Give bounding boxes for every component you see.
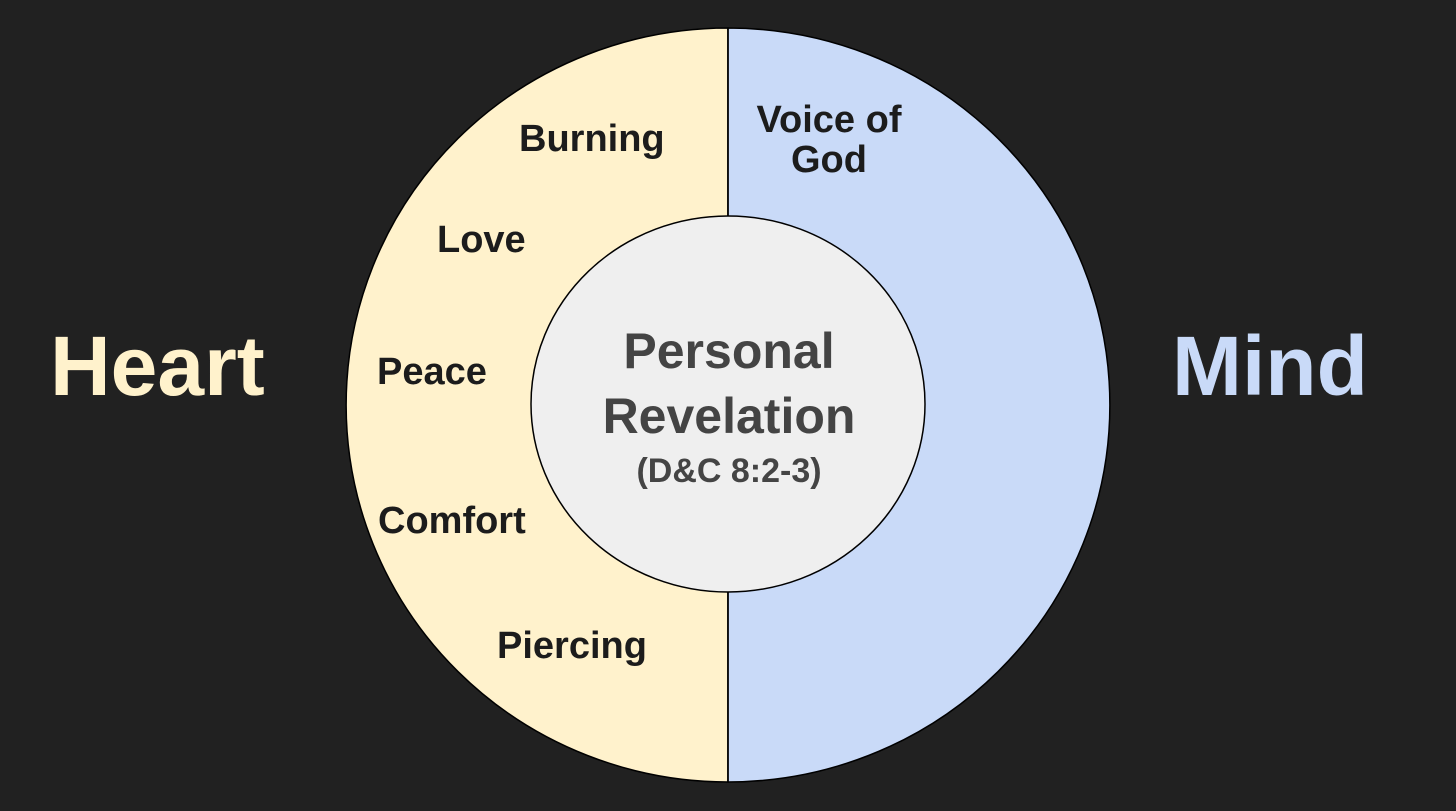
heart-item-piercing: Piercing	[497, 625, 647, 667]
mind-item-voice-of-god: Voice of God	[756, 99, 902, 181]
center-title-line1: Personal	[623, 323, 835, 379]
heart-item-comfort: Comfort	[378, 500, 526, 542]
heart-label: Heart	[50, 319, 265, 413]
center-circle	[530, 215, 926, 593]
center-reference: (D&C 8:2-3)	[636, 452, 822, 490]
heart-item-burning: Burning	[519, 118, 665, 160]
heart-item-love: Love	[437, 219, 526, 261]
mind-label: Mind	[1172, 319, 1368, 413]
heart-item-peace: Peace	[377, 351, 487, 393]
center-title-line2: Revelation	[602, 388, 856, 444]
